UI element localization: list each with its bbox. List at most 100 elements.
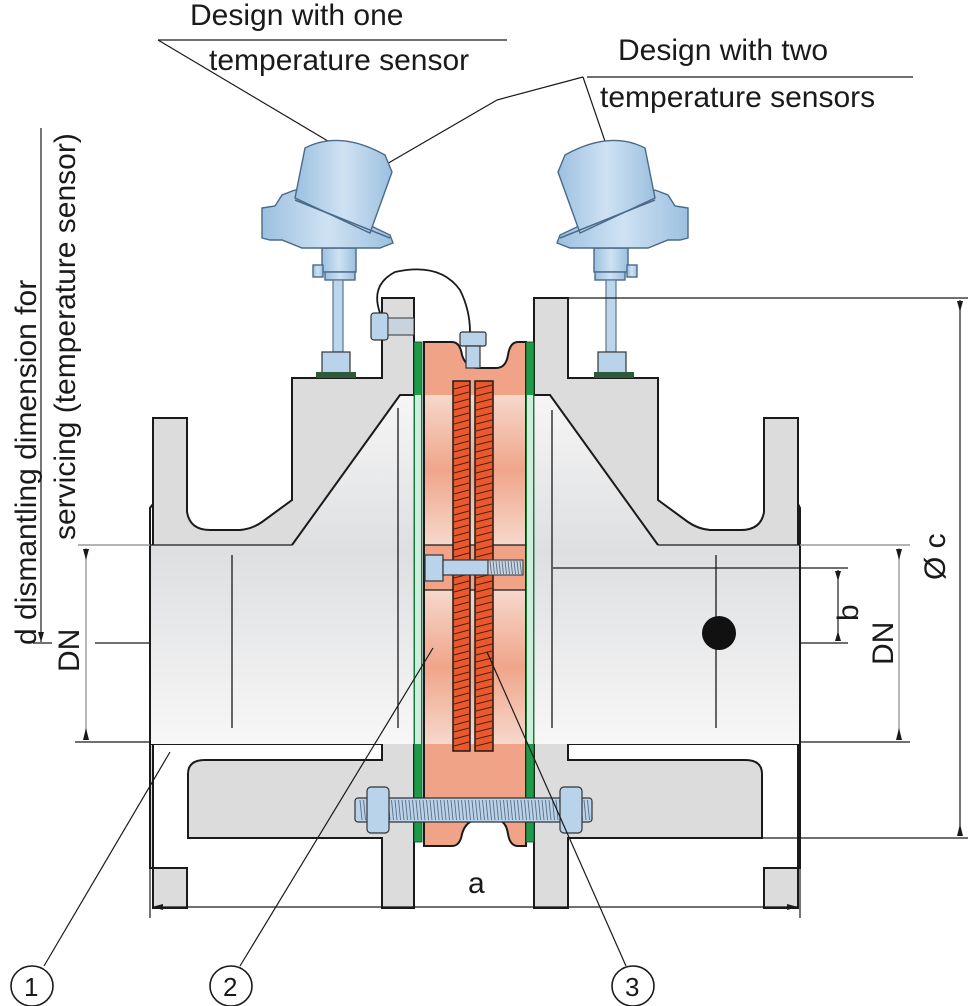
hatch-line [510,799,513,821]
hatch-line [475,496,493,502]
hatch-line [440,799,443,821]
label-dismantling-line2: servicing (temperature sensor) [49,133,82,540]
hatch-line [489,560,492,575]
hatch-line [492,799,496,821]
hatch-line [504,560,507,575]
label-design-two-line2: temperature sensors [600,81,875,114]
hatch-line [475,482,493,488]
hatch-line [475,412,493,418]
leader-design-two-a [582,76,609,151]
insert [413,331,535,847]
hatch-line [475,468,493,474]
hatch-line [495,560,498,575]
valve-body-left [149,297,415,909]
hatch-line [475,587,493,593]
hatch-line [475,454,493,460]
hatch-line [405,799,408,821]
hatch-line [534,799,538,821]
hatch-line [475,601,493,607]
hatch-line [453,384,470,390]
label-dismantling: d dismantling dimension for servicing (t… [10,128,82,645]
hatch-line [453,615,470,621]
crossbolt-threads [489,560,522,575]
hatch-line [453,545,470,551]
flow-direction-marker [702,616,736,650]
hatch-line [453,678,470,684]
leader-design-one-a [157,39,344,151]
hatch-line [475,440,493,446]
hatch-line [453,741,470,747]
hatch-line [475,643,493,649]
hatch-line [531,799,534,821]
sensor-right-housing-base [556,189,689,249]
hatch-line [475,636,493,642]
hatch-line [475,650,493,656]
nut-right [559,786,583,834]
hatch-line [464,799,468,821]
hatch-line [475,664,493,670]
hatch-line [359,799,363,821]
hatch-line [453,524,470,530]
hatch-line [468,799,471,821]
hatch-line [475,799,478,821]
hatch-line [363,799,366,821]
hatch-line [538,799,541,821]
hatch-line [453,475,470,481]
hatch-line [475,552,493,558]
hatch-line [453,608,470,614]
hatch-line [541,799,545,821]
hatch-line [457,799,461,821]
hatch-line [453,503,470,509]
valve-body-right [533,297,801,909]
hatch-line [453,398,470,404]
hatch-line [496,799,499,821]
hatch-line [436,799,440,821]
hatch-line [475,510,493,516]
hatch-line [453,517,470,523]
hatch-line [453,580,470,586]
hatch-line [453,552,470,558]
hatch-line [482,799,485,821]
hatch-line [453,391,470,397]
hatch-line [453,643,470,649]
hatch-line [475,503,493,509]
temperature-sensor-left [261,139,394,378]
hatch-line [461,799,464,821]
callout-1: 1 [10,751,171,1006]
hatch-line [453,510,470,516]
dimension-b-label: b [832,604,865,621]
hatch-line [478,799,482,821]
hatch-line [475,447,493,453]
hatch-line [453,650,470,656]
hatch-line [453,587,470,593]
hatch-line [475,419,493,425]
dimension-a-label: a [468,867,485,900]
label-design-two: Design with two temperature sensors [496,34,913,151]
hatch-line [475,531,493,537]
hatch-line [475,713,493,719]
sensor-left-probe [332,279,344,353]
hatch-line [475,475,493,481]
hatch-line [443,799,447,821]
sensor-right-cap [557,139,656,234]
hatch-line [475,629,493,635]
hatch-line [453,531,470,537]
nut-left [366,786,390,834]
hatch-line [453,496,470,502]
hatch-line [453,454,470,460]
hatch-line [398,799,401,821]
hatch-line [475,706,493,712]
hatch-line [475,461,493,467]
hatch-line [450,799,454,821]
hatch-line [453,699,470,705]
sensor-right-probe [605,279,617,353]
callout-3: 3 [486,651,655,1006]
hatch-line [453,419,470,425]
hatch-line [453,706,470,712]
hatch-line [471,799,475,821]
hatch-line [453,734,470,740]
sensor-left-cap [294,139,393,234]
hatch-line [453,629,470,635]
hatch-line [485,799,489,821]
hatch-line [453,489,470,495]
